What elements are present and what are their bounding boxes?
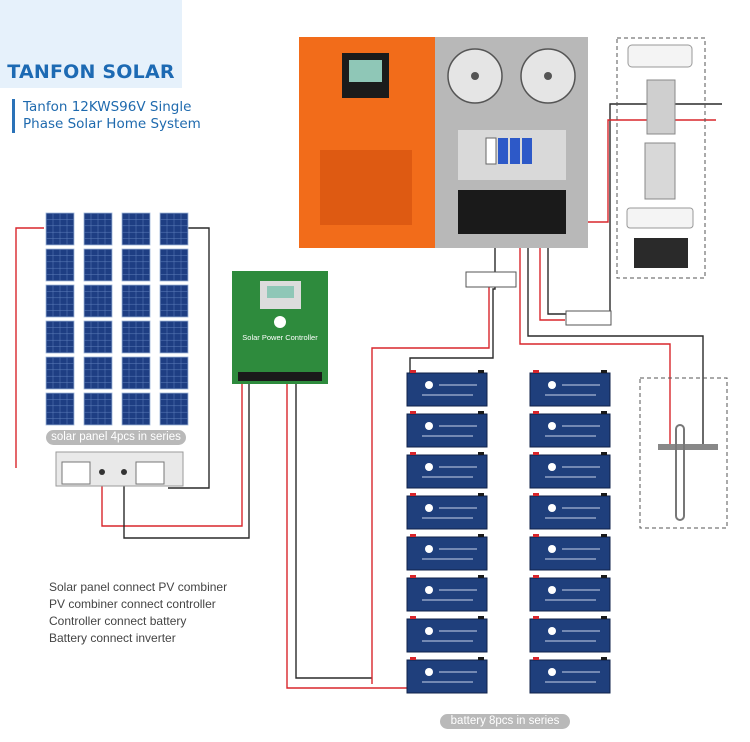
battery-pack bbox=[529, 493, 611, 530]
battery-inverter-red bbox=[371, 281, 490, 684]
battery-pack bbox=[406, 411, 488, 448]
air-conditioner-icon bbox=[627, 44, 693, 68]
solar-panel bbox=[83, 284, 113, 318]
battery-pack bbox=[529, 411, 611, 448]
combiner-pos-wire bbox=[101, 383, 243, 527]
solar-panel bbox=[159, 212, 189, 246]
system-title: Tanfon 12KWS96V Single Phase Solar Home … bbox=[12, 99, 201, 133]
system-title-line-2: Phase Solar Home System bbox=[23, 116, 201, 132]
step-3: Controller connect battery bbox=[49, 614, 187, 628]
battery-pack bbox=[406, 370, 488, 407]
battery-pack bbox=[529, 616, 611, 653]
controller-battery-red bbox=[286, 383, 408, 689]
controller-label: Solar Power Controller bbox=[242, 333, 318, 342]
solar-panel bbox=[121, 392, 151, 426]
solar-panel bbox=[83, 320, 113, 354]
wall-air-conditioner-icon bbox=[626, 207, 694, 229]
solar-panel bbox=[83, 356, 113, 390]
load-group bbox=[616, 37, 706, 279]
battery-pack bbox=[529, 534, 611, 571]
solar-panel bbox=[159, 356, 189, 390]
pv-combiner-box bbox=[55, 451, 184, 487]
panel-wire-red bbox=[15, 227, 44, 468]
solar-panel bbox=[121, 284, 151, 318]
solar-panel bbox=[121, 356, 151, 390]
battery-bank bbox=[406, 370, 611, 694]
step-1: Solar panel connect PV combiner bbox=[49, 580, 228, 594]
solar-panel bbox=[121, 248, 151, 282]
solar-panel bbox=[45, 212, 75, 246]
solar-panel bbox=[45, 392, 75, 426]
solar-panel bbox=[45, 356, 75, 390]
battery-pack bbox=[406, 616, 488, 653]
solar-panel bbox=[159, 320, 189, 354]
solar-panel bbox=[45, 284, 75, 318]
washing-machine-icon bbox=[646, 79, 676, 135]
solar-panel-array bbox=[45, 212, 189, 426]
battery-pack bbox=[529, 370, 611, 407]
combiner-neg-wire bbox=[123, 383, 250, 539]
battery-pack bbox=[529, 657, 611, 694]
brand-header: TANFON SOLAR bbox=[0, 0, 182, 88]
television-icon bbox=[634, 238, 688, 268]
inverter-out-red bbox=[519, 218, 671, 444]
battery-pack bbox=[406, 493, 488, 530]
controller-battery-black bbox=[295, 383, 372, 679]
system-title-line-1: Tanfon 12KWS96V Single bbox=[23, 99, 192, 115]
fuse-holder bbox=[465, 271, 612, 326]
solar-panel-label: solar panel 4pcs in series bbox=[46, 430, 186, 445]
battery-pack bbox=[406, 534, 488, 571]
step-4: Battery connect inverter bbox=[49, 631, 176, 645]
battery-pack bbox=[406, 575, 488, 612]
panel-wire-black bbox=[168, 227, 210, 489]
inverter-cabinet bbox=[299, 37, 588, 248]
solar-panel bbox=[159, 392, 189, 426]
step-2: PV combiner connect controller bbox=[49, 597, 216, 611]
solar-panel bbox=[83, 248, 113, 282]
refrigerator-icon bbox=[644, 142, 676, 200]
solar-panel bbox=[121, 212, 151, 246]
battery-pack bbox=[529, 575, 611, 612]
solar-power-controller bbox=[232, 271, 328, 384]
water-heater-icon bbox=[639, 377, 728, 529]
solar-panel bbox=[83, 392, 113, 426]
cooling-fan-icon bbox=[447, 48, 576, 104]
solar-panel bbox=[45, 248, 75, 282]
circuit-breaker-icon bbox=[485, 137, 532, 165]
brand-name: TANFON SOLAR bbox=[7, 61, 175, 83]
inverter-ac-red bbox=[539, 218, 565, 321]
battery-label: battery 8pcs in series bbox=[440, 714, 570, 729]
battery-pack bbox=[406, 452, 488, 489]
solar-panel bbox=[121, 320, 151, 354]
battery-pack bbox=[529, 452, 611, 489]
inverter-out-black bbox=[527, 218, 704, 444]
solar-panel bbox=[83, 212, 113, 246]
battery-pack bbox=[406, 657, 488, 694]
solar-panel bbox=[159, 248, 189, 282]
solar-panel bbox=[159, 284, 189, 318]
solar-panel bbox=[45, 320, 75, 354]
connection-steps: Solar panel connect PV combiner PV combi… bbox=[49, 579, 227, 647]
